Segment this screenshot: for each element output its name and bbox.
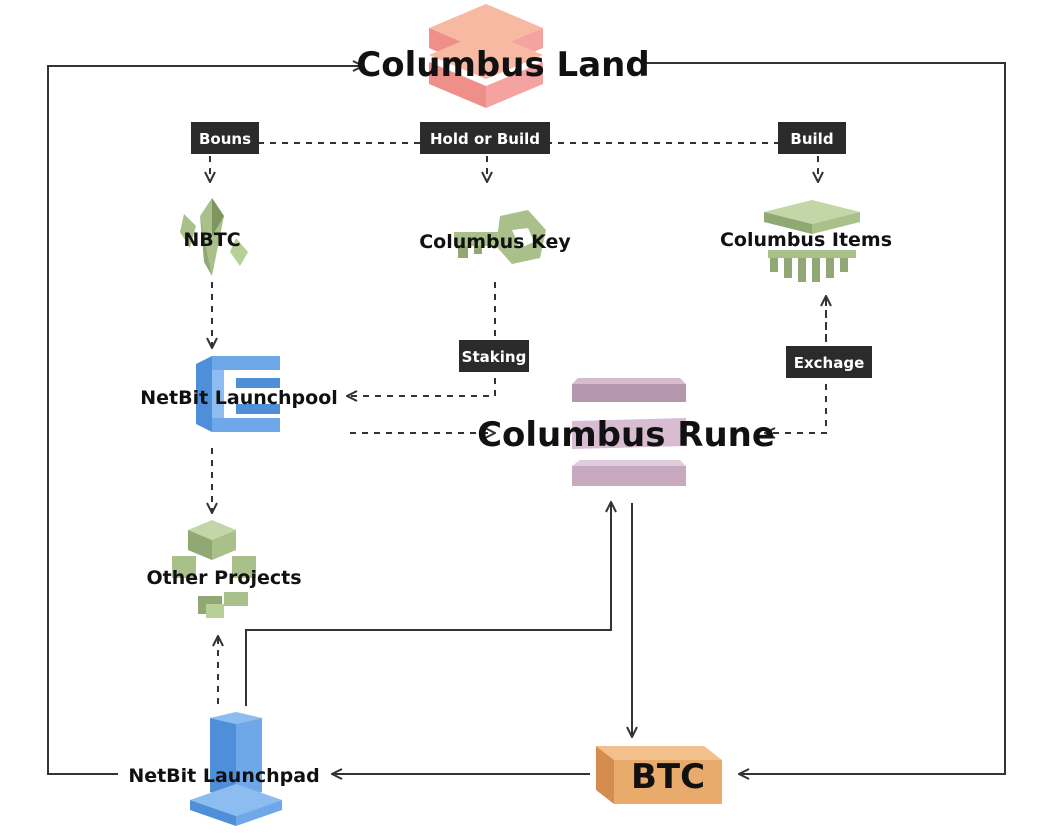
- launchpad-label: NetBit Launchpad: [128, 765, 319, 787]
- tag-staking-text: Staking: [462, 348, 527, 366]
- edge-launchpad-to-land: [47, 66, 362, 775]
- columbus-items-label: Columbus Items: [720, 229, 892, 251]
- tag-exchange: Exchage: [786, 346, 872, 378]
- launchpool-label: NetBit Launchpool: [140, 387, 338, 409]
- columbus-items-icon: [764, 200, 860, 282]
- columbus-rune-icon: [572, 378, 686, 486]
- tag-build: Build: [778, 122, 846, 154]
- columbus-key-icon: [454, 210, 546, 264]
- edge-launchpad-to-rune: [245, 503, 611, 706]
- other-projects-label: Other Projects: [146, 567, 301, 589]
- columbus-rune-label: Columbus Rune: [477, 415, 775, 455]
- btc-box: [596, 746, 722, 804]
- edges: [47, 62, 1006, 775]
- edge-key-to-launchpool: [348, 282, 496, 396]
- columbus-land-label: Columbus Land: [356, 45, 649, 85]
- tag-hold-or-build-text: Hold or Build: [430, 130, 540, 148]
- launchpad-icon: [190, 712, 282, 826]
- edge-land-to-btc: [642, 62, 1006, 774]
- tag-bouns-text: Bouns: [199, 130, 251, 148]
- nbtc-label: NBTC: [183, 229, 240, 251]
- other-projects-icon: [172, 520, 256, 618]
- tag-bouns: Bouns: [191, 122, 259, 154]
- edge-items-exchange-rune: [766, 300, 827, 433]
- launchpool-icon: [196, 356, 280, 432]
- btc-label: BTC: [631, 757, 705, 797]
- tag-build-text: Build: [790, 130, 833, 148]
- tag-staking: Staking: [459, 340, 529, 372]
- nbtc-icon: [180, 198, 248, 276]
- columbus-land-icon: [429, 4, 543, 108]
- tag-exchange-text: Exchage: [794, 354, 865, 372]
- columbus-key-label: Columbus Key: [419, 231, 571, 253]
- tag-hold-or-build: Hold or Build: [420, 122, 550, 154]
